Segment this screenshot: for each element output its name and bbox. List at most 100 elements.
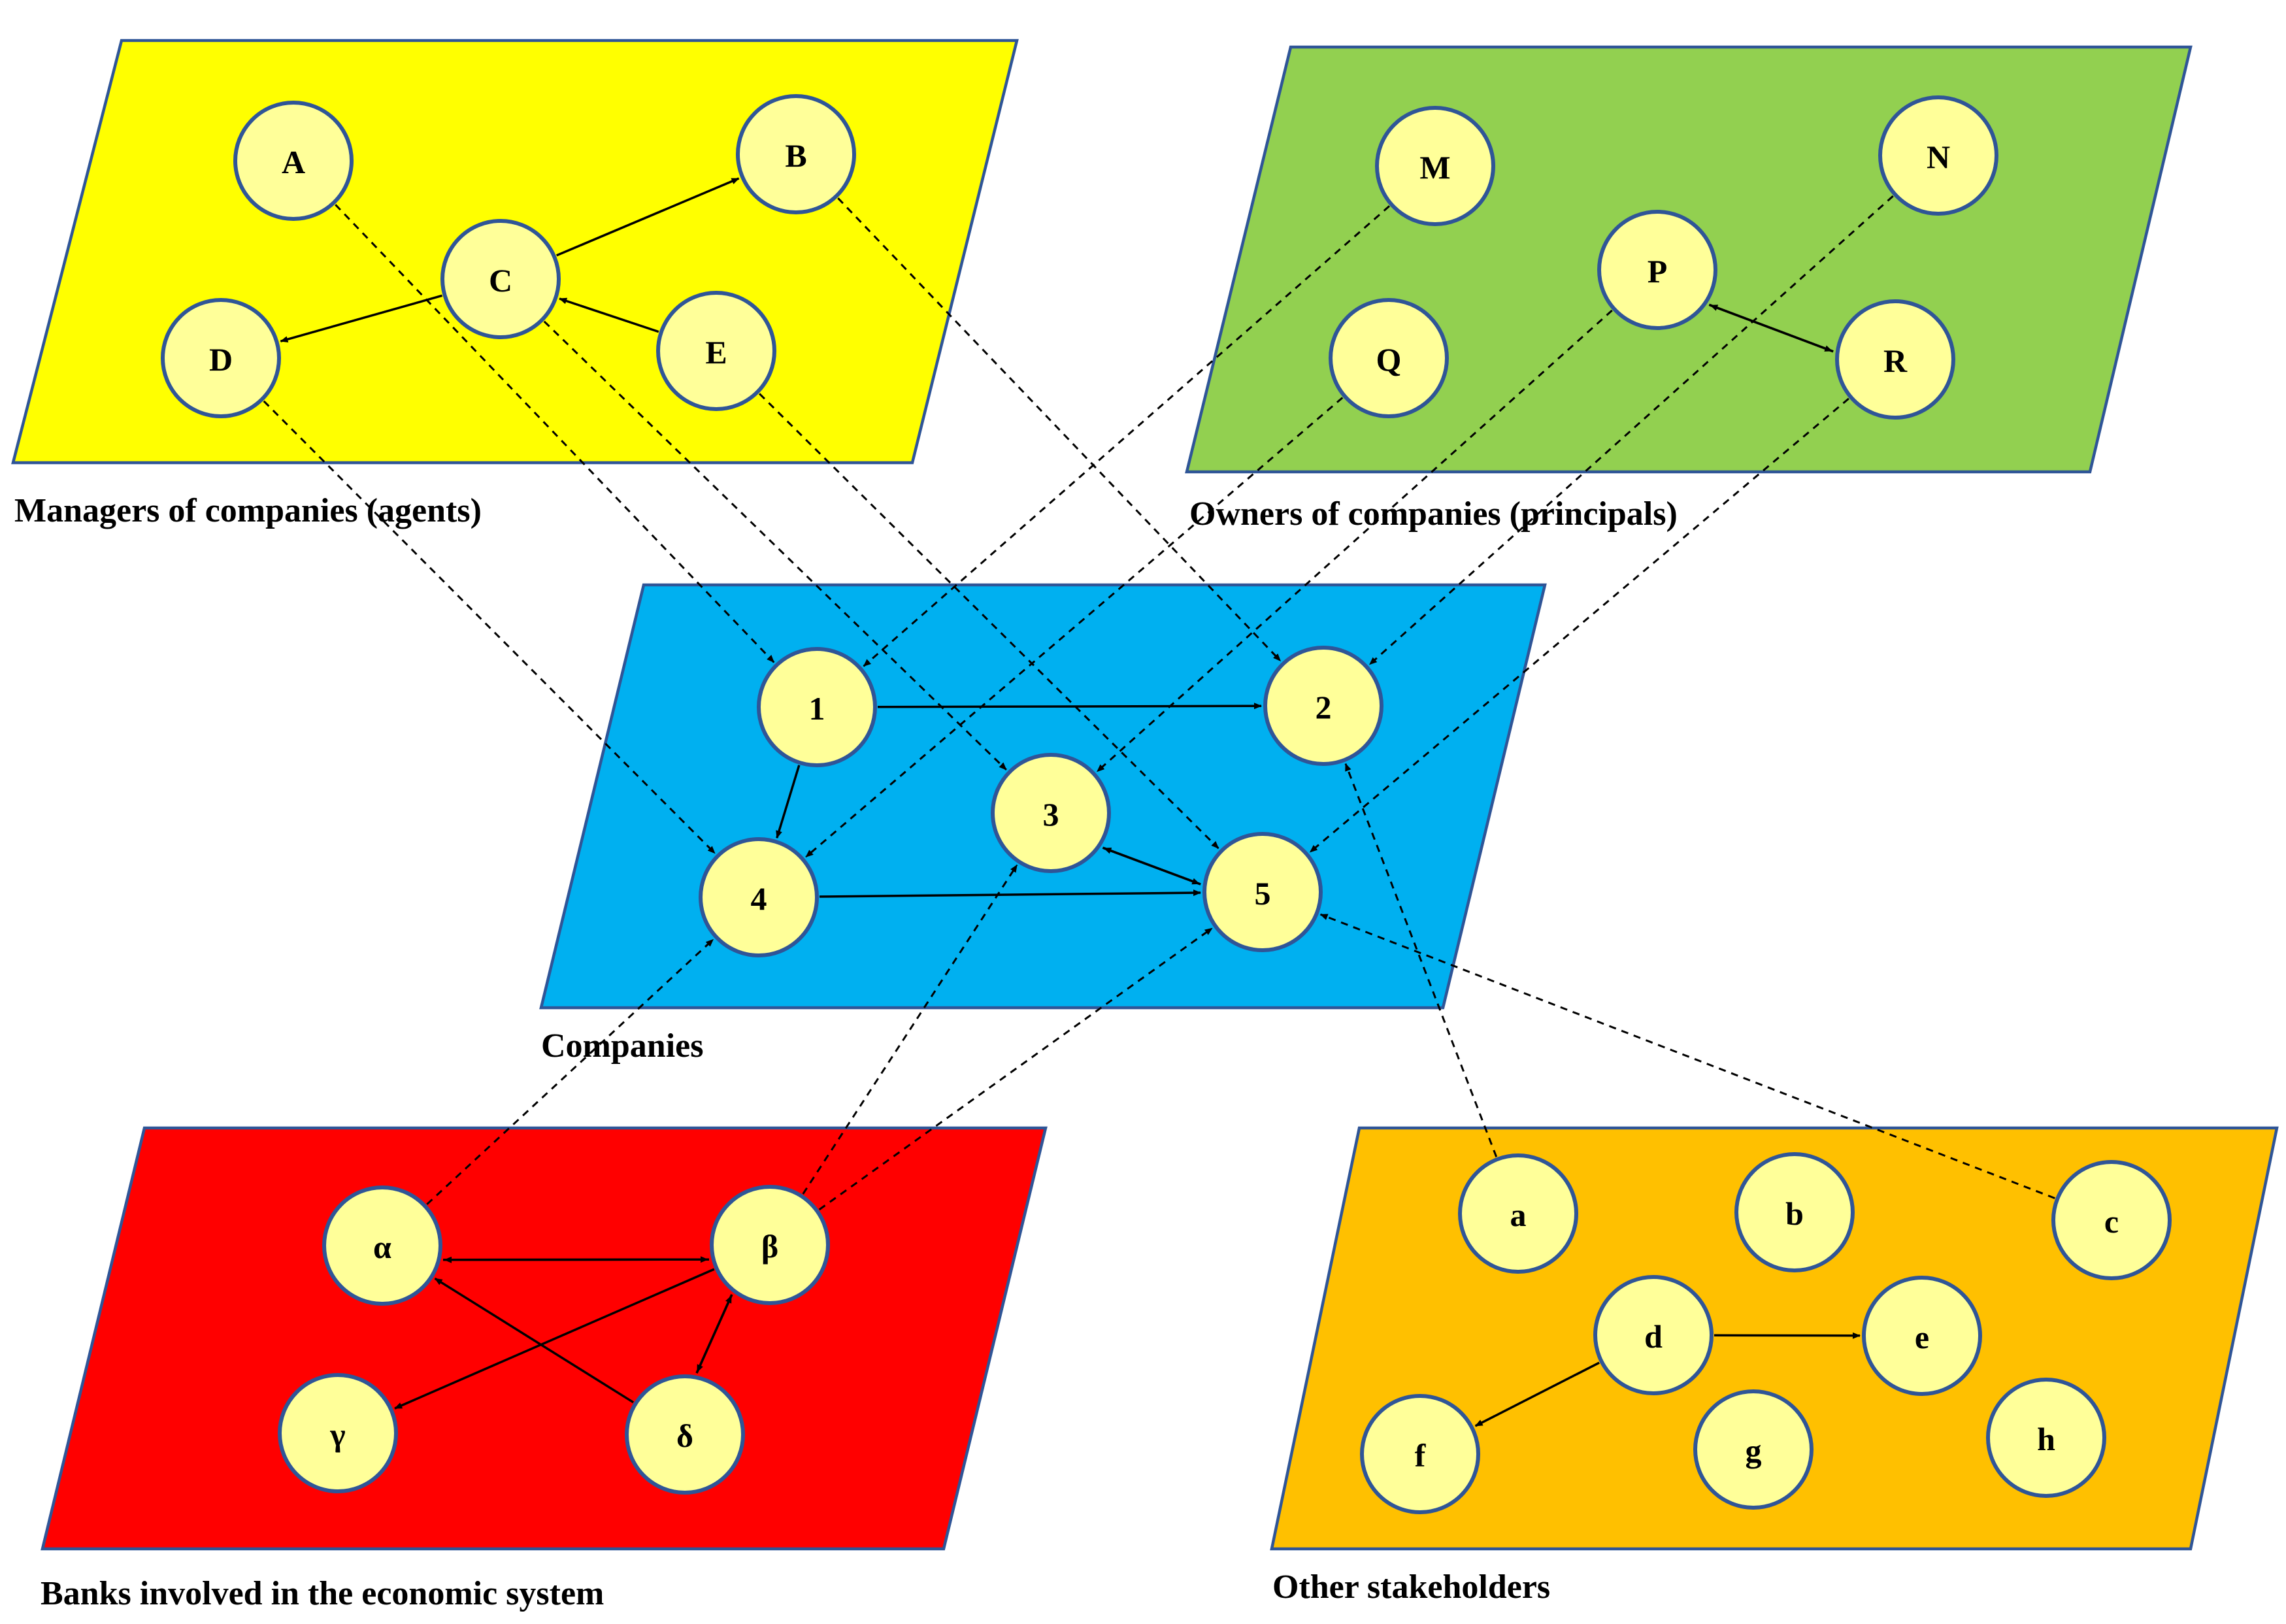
node-label: 4 bbox=[751, 880, 767, 917]
node-label: α bbox=[373, 1229, 391, 1265]
node-label: f bbox=[1415, 1437, 1427, 1474]
edge-C-to-c3 bbox=[543, 320, 1007, 771]
node-label: 1 bbox=[809, 690, 825, 727]
node-label: b bbox=[1785, 1195, 1804, 1232]
banks-caption: Banks involved in the economic system bbox=[41, 1575, 604, 1612]
node-N: N bbox=[1878, 95, 1998, 216]
node-label: M bbox=[1419, 149, 1450, 186]
node-label: 5 bbox=[1255, 875, 1271, 912]
node-label: δ bbox=[676, 1417, 693, 1454]
edge-A-to-c1 bbox=[335, 204, 775, 663]
node-D: D bbox=[161, 298, 281, 418]
node-sg: g bbox=[1693, 1389, 1814, 1510]
node-circle bbox=[1878, 95, 1998, 216]
node-label: Q bbox=[1376, 341, 1402, 378]
node-label: R bbox=[1883, 342, 1908, 379]
node-circle bbox=[1835, 299, 1955, 420]
node-circle bbox=[625, 1374, 745, 1495]
edge-c1-to-c2 bbox=[877, 703, 1262, 710]
edge-sc-to-c5 bbox=[1319, 913, 2055, 1199]
edge-C-to-D bbox=[280, 294, 442, 343]
node-circle bbox=[1986, 1378, 2106, 1498]
node-label: B bbox=[785, 137, 806, 174]
node-label: a bbox=[1510, 1197, 1527, 1233]
edge-R-to-P bbox=[1710, 304, 1834, 353]
node-circle bbox=[440, 219, 561, 339]
node-c3: 3 bbox=[991, 753, 1111, 873]
node-circle bbox=[1263, 646, 1383, 766]
edge-beta-to-gamma bbox=[394, 1268, 715, 1410]
edge-sd-to-sf bbox=[1474, 1361, 1600, 1427]
node-c5: 5 bbox=[1202, 832, 1323, 952]
node-circle bbox=[1375, 106, 1495, 226]
node-B: B bbox=[736, 94, 856, 214]
node-circle bbox=[1597, 210, 1717, 330]
node-circle bbox=[1693, 1389, 1814, 1510]
node-R: R bbox=[1835, 299, 1955, 420]
node-sh: h bbox=[1986, 1378, 2106, 1498]
edge-beta-to-c3 bbox=[802, 864, 1018, 1195]
node-label: c bbox=[2104, 1203, 2119, 1240]
node-sa: a bbox=[1458, 1153, 1578, 1274]
node-beta: β bbox=[710, 1185, 830, 1305]
node-circle bbox=[699, 837, 819, 957]
node-circle bbox=[1202, 832, 1323, 952]
node-circle bbox=[991, 753, 1111, 873]
companies-caption: Companies bbox=[541, 1027, 703, 1065]
node-circle bbox=[1593, 1275, 1714, 1395]
banks-plane bbox=[41, 1126, 1048, 1551]
edge-D-to-c4 bbox=[263, 400, 716, 854]
edge-delta-to-beta bbox=[695, 1295, 733, 1374]
edge-sa-to-c2 bbox=[1344, 763, 1498, 1157]
node-label: E bbox=[705, 334, 727, 371]
node-alpha: α bbox=[322, 1185, 442, 1306]
edge-delta-to-alpha bbox=[434, 1277, 635, 1404]
node-label: C bbox=[489, 262, 512, 299]
edge-sd-to-se bbox=[1714, 1332, 1861, 1339]
edge-Q-to-c4 bbox=[805, 397, 1344, 858]
edge-c1-to-c4 bbox=[776, 765, 801, 839]
node-label: 3 bbox=[1043, 796, 1059, 833]
owners-caption: Owners of companies (principals) bbox=[1189, 495, 1678, 533]
node-circle bbox=[233, 101, 354, 221]
node-label: D bbox=[209, 341, 233, 378]
edge-c5-to-c3 bbox=[1103, 847, 1201, 886]
node-circle bbox=[710, 1185, 830, 1305]
edge-M-to-c1 bbox=[863, 205, 1390, 667]
node-circle bbox=[736, 94, 856, 214]
managers-caption: Managers of companies (agents) bbox=[14, 492, 482, 529]
node-sb: b bbox=[1734, 1152, 1855, 1272]
node-sf: f bbox=[1360, 1394, 1480, 1514]
node-circle bbox=[757, 647, 877, 767]
node-c2: 2 bbox=[1263, 646, 1383, 766]
node-circle bbox=[1360, 1394, 1480, 1514]
node-c4: 4 bbox=[699, 837, 819, 957]
edge-C-to-B bbox=[556, 177, 740, 257]
node-label: γ bbox=[329, 1416, 345, 1453]
node-circle bbox=[656, 291, 776, 411]
node-circle bbox=[1458, 1153, 1578, 1274]
edge-B-to-c2 bbox=[837, 197, 1282, 662]
node-se: e bbox=[1862, 1276, 1982, 1396]
edge-E-to-C bbox=[559, 297, 659, 333]
node-label: β bbox=[761, 1228, 778, 1265]
node-A: A bbox=[233, 101, 354, 221]
node-label: d bbox=[1644, 1318, 1663, 1355]
node-label: h bbox=[2037, 1421, 2055, 1457]
node-P: P bbox=[1597, 210, 1717, 330]
node-E: E bbox=[656, 291, 776, 411]
node-label: N bbox=[1927, 139, 1950, 175]
edge-beta-to-c5 bbox=[818, 927, 1213, 1211]
node-M: M bbox=[1375, 106, 1495, 226]
node-circle bbox=[322, 1185, 442, 1306]
node-circle bbox=[1734, 1152, 1855, 1272]
node-label: e bbox=[1915, 1319, 1929, 1355]
node-delta: δ bbox=[625, 1374, 745, 1495]
node-circle bbox=[1862, 1276, 1982, 1396]
node-circle bbox=[1329, 298, 1449, 418]
edge-E-to-c5 bbox=[759, 393, 1219, 850]
edge-beta-to-alpha bbox=[444, 1256, 710, 1263]
edge-P-to-c3 bbox=[1096, 309, 1613, 772]
node-sc: c bbox=[2051, 1160, 2172, 1280]
